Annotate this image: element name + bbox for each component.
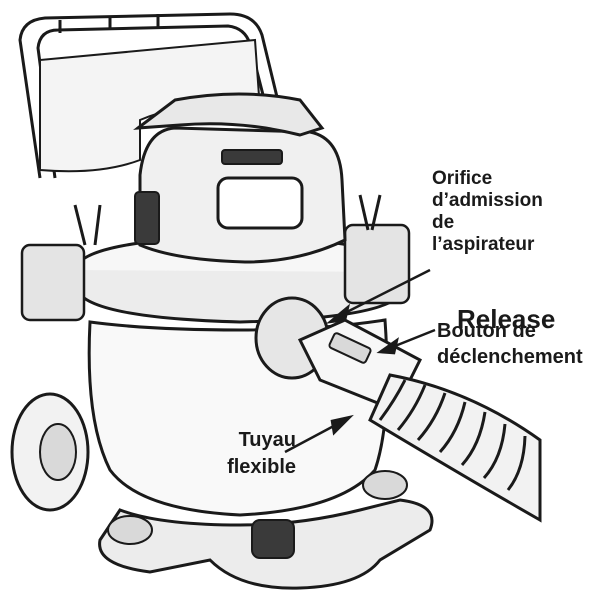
flexible-hose: [368, 373, 542, 523]
hose-label-line2: flexible: [227, 456, 296, 478]
left-latch: [20, 243, 86, 322]
release-button-label: Bouton de déclenchement: [437, 318, 583, 370]
release-overlay-label: Release: [457, 304, 556, 334]
motor-vent: [134, 191, 160, 245]
cart-handle: [18, 12, 287, 179]
hose-label-line1: Tuyau: [238, 429, 296, 451]
release-button-label-line1: Bouton de: [437, 320, 536, 342]
right-latch: [343, 223, 411, 305]
inlet-label-line4: l’aspirateur: [432, 234, 535, 255]
inlet-label-line3: de: [432, 212, 455, 233]
motor-handle: [133, 92, 325, 137]
hose-label: Tuyau flexible: [214, 427, 296, 481]
inlet-label: Orifice d’admission de l’aspirateur: [432, 168, 543, 256]
motor-label-panel: [216, 176, 304, 230]
drain-cap: [251, 519, 295, 559]
inlet-label-line2: d’admission: [432, 190, 543, 211]
release-button-label-line2: déclenchement: [437, 346, 583, 368]
inlet-label-line1: Orifice: [432, 168, 493, 189]
callout-arrows: [284, 268, 436, 454]
power-switch: [221, 149, 283, 165]
release-button-shape: [328, 332, 372, 364]
